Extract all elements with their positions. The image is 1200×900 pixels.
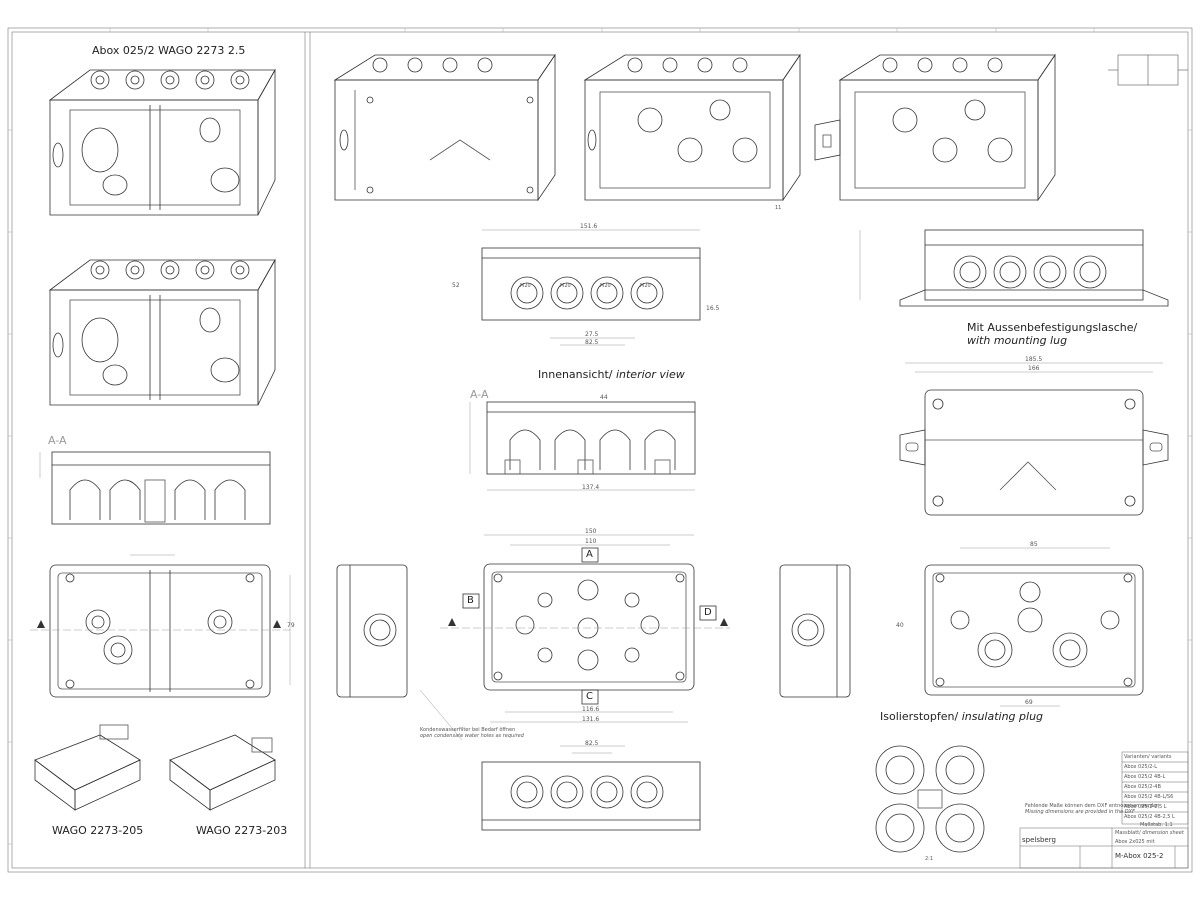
iso-box-wago-203 [48,258,276,406]
drawing-number: M-Abox 025-2 [1115,852,1164,860]
front-view-bottom [481,745,701,831]
dim-top-width: 151.6 [580,223,598,230]
sheet-type: Massblatt/ dimension sheet [1115,830,1184,836]
dim-110: 110 [585,538,597,545]
wago-203-label: WAGO 2273-203 [196,824,288,837]
gland-label-1: M20 [520,283,531,289]
grid-ticks [8,28,1192,845]
sheet-frame [7,27,1193,873]
dim-137-4: 137.4 [582,484,600,491]
view-letter-frames [462,547,717,705]
insulating-plug [875,745,985,853]
iso-open-box-lug [814,53,1056,202]
title-left: Abox 025/2 WAGO 2273 2.5 [92,44,246,57]
dim-44: 44 [600,394,608,401]
mounting-lug-de: Mit Aussenbefestigungslasche/ [967,321,1138,334]
dim-27-5: 27.5 [585,331,599,338]
gland-label-3: M20 [600,283,611,289]
company-name: spelsberg [1022,836,1056,844]
plan-view-center [419,534,730,741]
insulating-plug-en: insulating plug [961,710,1044,723]
iso-box-wago-205 [48,68,276,216]
front-view-glands [481,229,701,346]
dxf-note: Fehlende Maße können dem DXF entnommen w… [1025,803,1159,815]
variant-3: Abox 025/2-4B [1124,784,1161,790]
dim-82-5-bottom: 82.5 [585,740,599,747]
plan-view-installed [924,547,1144,707]
dim-166: 166 [1028,365,1040,372]
plug-scale: 2:1 [925,856,934,862]
interior-view-title: Innenansicht/ interior view [538,368,685,381]
dim-52: 52 [452,282,460,289]
plan-view-left [30,554,291,698]
variant-2: Abox 025/2 4B-L [1124,774,1166,780]
dxf-note-en: Missing dimensions are provided in the D… [1025,809,1135,815]
dim-131-6: 131.6 [582,716,600,723]
sheet-type-de: Massblatt/ [1115,830,1141,836]
wago-205-label: WAGO 2273-205 [52,824,144,837]
mounting-lug-en: with mounting lug [967,334,1068,347]
variant-6: Abox 025/2 4B-2,5 L [1124,814,1175,820]
side-view-left [336,564,408,698]
page-number: 11 [775,205,782,211]
section-aa-mid [469,401,696,491]
wago-203-sketch [169,734,276,811]
variant-1: Abox 025/2-L [1124,764,1158,770]
gland-layout-symbol [1108,54,1188,86]
dim-40: 40 [896,622,904,629]
title-block [1019,751,1189,869]
marker-a: A [586,549,593,560]
iso-closed-box [333,53,556,202]
dim-79: 79 [287,622,295,629]
dim-150: 150 [585,528,597,535]
section-aa-left-label: A-A [48,434,67,447]
scale-label: Maßstab: 1:1 [1140,822,1173,828]
wago-205-sketch [34,724,141,811]
dxf-note-de: Fehlende Maße können dem DXF entnommen w… [1025,803,1160,809]
dim-85: 85 [1030,541,1038,548]
dim-16-5: 16.5 [706,305,720,312]
section-aa-left [39,451,271,525]
iso-open-box [583,53,801,202]
front-view-lug [859,229,1169,307]
condensate-note-de: Kondenswasserfilter bei Bedarf öffnen [420,727,516,733]
dim-82-5: 82.5 [585,339,599,346]
gland-label-4: M20 [640,283,651,289]
insulating-plug-title: Isolierstopfen/ insulating plug [880,710,1043,723]
sheet-type-en: dimension sheet [1142,830,1184,836]
gland-label-2: M20 [560,283,571,289]
variant-5: Abox 025/2-2,5 L [1124,804,1167,810]
section-aa-mid-label: A-A [470,388,489,401]
condensate-note: Kondenswasserfilter bei Bedarf öffnen op… [420,727,524,739]
interior-view-de: Innenansicht/ [538,368,613,381]
insulating-plug-de: Isolierstopfen/ [880,710,959,723]
dim-116-6: 116.6 [582,706,600,713]
condensate-note-en: open condensate water holes as required [420,733,524,739]
interior-view-en: interior view [615,368,685,381]
marker-b: B [467,595,474,606]
dim-185-5: 185.5 [1025,356,1043,363]
marker-c: C [586,691,593,702]
dim-69: 69 [1025,699,1033,706]
lid-view-lug [899,362,1169,516]
title-subtitle: Abox 2x025 mit [1115,839,1155,845]
variant-4: Abox 025/2 4B-L/S6 [1124,794,1174,800]
variants-header: Varianten/ variants [1124,754,1172,760]
marker-d: D [704,607,712,618]
side-view-right [779,564,851,698]
